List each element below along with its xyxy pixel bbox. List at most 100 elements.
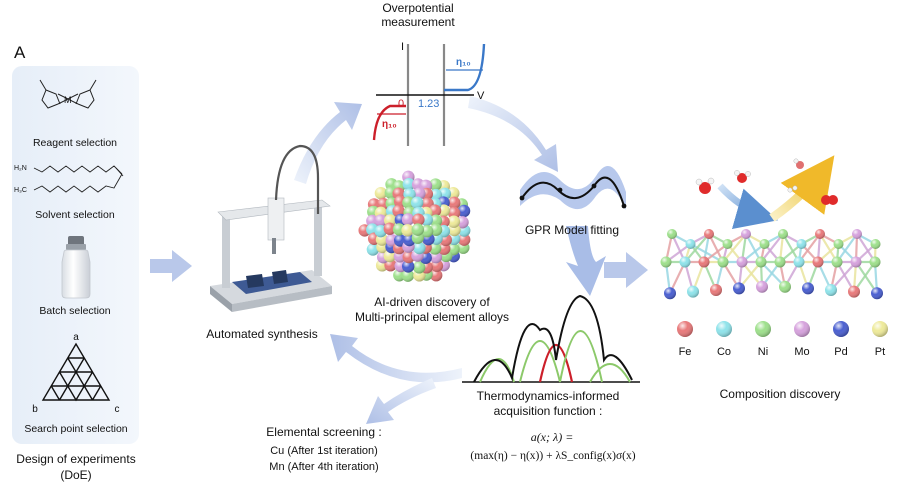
screening-title: Elemental screening : <box>266 425 381 439</box>
nanoparticle-atom <box>383 222 396 235</box>
legend-item-co: Co <box>716 321 732 358</box>
oer-curve-blue <box>444 43 486 92</box>
overpotential-title-line2: measurement <box>381 15 455 29</box>
lattice-atom <box>825 284 837 296</box>
nanoparticle-atom <box>402 177 416 191</box>
lattice-atom <box>759 239 770 249</box>
screening-item-mn: Mn (After 4th iteration) <box>269 461 378 473</box>
lattice-atom <box>812 256 824 268</box>
acquisition-function-plot <box>462 294 640 383</box>
automated-synthesis-robot-icon <box>210 144 332 312</box>
alloy-lattice-surface <box>660 229 883 300</box>
nanoparticle-atom <box>447 215 461 228</box>
zero-potential-label: 0 <box>398 98 404 110</box>
lattice-atom <box>687 285 699 298</box>
voltage-axis-label: V <box>477 90 485 102</box>
lattice-bond <box>855 261 878 294</box>
vertex-a-label: a <box>73 332 79 343</box>
lattice-atom <box>717 256 729 268</box>
solvent-structure-icon <box>33 165 124 193</box>
nanoparticle-atom <box>428 242 442 255</box>
solvent-nh2-label: H₂N <box>14 165 27 172</box>
batch-vial-icon <box>61 236 91 299</box>
center-title-line1: AI-driven discovery of <box>374 295 490 309</box>
current-axis-label: I <box>401 41 404 53</box>
lattice-bond <box>830 261 857 291</box>
water-adsorption-arc <box>717 183 779 229</box>
lattice-atom <box>870 239 881 249</box>
nanoparticle-atom <box>401 213 415 226</box>
lattice-atom <box>710 284 722 296</box>
lattice-atom <box>667 229 677 239</box>
lattice-atom <box>756 280 768 293</box>
gpr-uncertainty-band <box>520 166 626 210</box>
lattice-atom <box>704 229 714 239</box>
gpr-to-composition-arrow <box>604 252 648 288</box>
automated-synthesis-label: Automated synthesis <box>206 327 317 341</box>
lattice-bond <box>722 233 747 263</box>
nanoparticle-atom <box>410 196 424 209</box>
lattice-atom <box>852 229 862 239</box>
nanoparticle-atom <box>366 243 380 256</box>
center-title-line2: Multi-principal element alloys <box>355 310 509 324</box>
nanoparticle-atom <box>429 269 443 282</box>
gpr-model-fitting-label: GPR Model fitting <box>525 223 619 237</box>
lattice-atom <box>755 256 767 268</box>
acquisition-equation-line1: a(x; λ) = <box>531 430 574 444</box>
nanoparticle-atom <box>384 258 397 272</box>
acquisition-equation-line2: (max(η) − η(x)) + λS_config(x)σ(x) <box>470 450 635 462</box>
lattice-atom <box>664 287 676 300</box>
gpr-mean-curve <box>521 176 625 207</box>
lattice-atom <box>848 285 860 298</box>
nanoparticle-cluster <box>358 170 471 282</box>
reagent-selection-label: Reagent selection <box>33 137 117 149</box>
solvent-selection-label: Solvent selection <box>35 209 115 221</box>
screening-arrow <box>366 378 436 424</box>
lattice-atom <box>778 229 788 239</box>
lattice-bond <box>689 243 724 263</box>
doe-to-synthesis-arrow <box>150 250 192 282</box>
oxygen-molecule-icon <box>821 195 838 205</box>
nanoparticle-atom <box>429 214 443 227</box>
nanoparticle-atom <box>457 233 471 246</box>
her-eta-label: η₁₀ <box>382 119 397 130</box>
nanoparticle-atom <box>420 225 434 238</box>
nanoparticle-atom <box>412 213 425 226</box>
nanoparticle-atom <box>457 204 471 218</box>
gpr-model-plot <box>519 166 627 210</box>
nanoparticle-atom <box>401 269 415 282</box>
legend-label: Co <box>717 346 731 358</box>
lattice-atom <box>698 256 710 268</box>
gpr-to-acquisition-arrow <box>566 226 606 296</box>
lattice-bond <box>856 233 876 263</box>
legend-label: Ni <box>758 346 768 358</box>
catalyst-surface-reaction <box>695 155 838 229</box>
reversible-potential-label: 1.23 <box>418 98 439 110</box>
nanoparticle-atom <box>374 214 387 227</box>
lattice-bond <box>853 261 876 293</box>
lattice-atom <box>774 256 786 268</box>
lattice-atom <box>741 229 751 239</box>
lattice-atom <box>679 256 691 268</box>
legend-item-ni: Ni <box>755 321 771 358</box>
lattice-atom <box>779 280 791 293</box>
her-curve-red <box>372 104 406 141</box>
legend-label: Pt <box>875 346 885 358</box>
legend-item-pt: Pt <box>872 321 888 358</box>
vertex-b-label: b <box>32 404 38 415</box>
legend-item-mo: Mo <box>794 321 810 358</box>
nanoparticle-atom <box>447 206 461 220</box>
legend-item-fe: Fe <box>677 321 693 358</box>
legend-label: Fe <box>679 346 692 358</box>
doe-panel: M Reagent selection H₂N H₃C Solvent sele… <box>12 66 139 444</box>
water-molecule-icon <box>695 158 804 194</box>
lattice-bond <box>836 233 858 263</box>
lattice-atom <box>736 256 748 268</box>
lattice-bond <box>798 233 821 263</box>
search-point-triangle-icon <box>41 342 111 402</box>
lattice-atom <box>796 239 807 249</box>
solvent-ch3-label: H₃C <box>14 187 27 194</box>
lattice-atom <box>815 229 825 239</box>
lattice-atom <box>831 256 843 268</box>
